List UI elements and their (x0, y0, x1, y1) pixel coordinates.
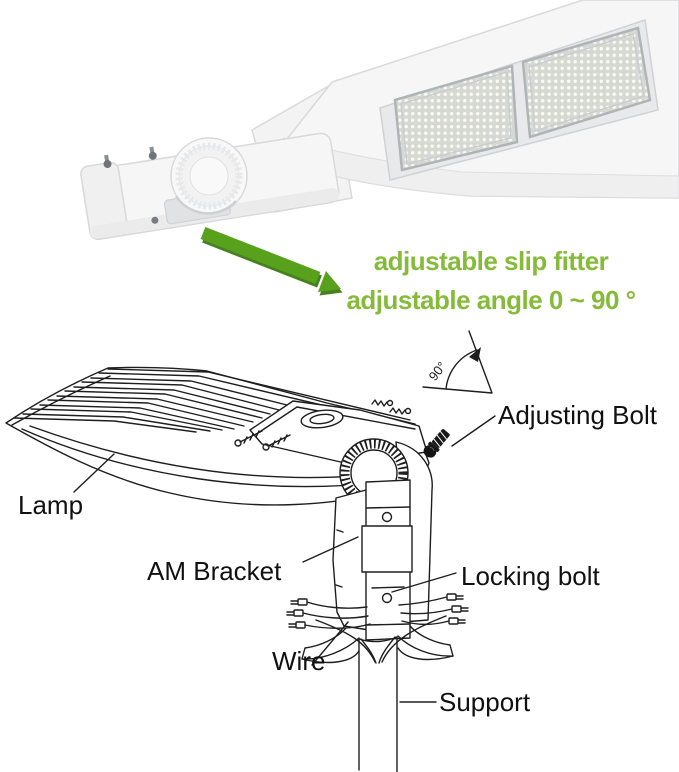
caption-slip-fitter: adjustable slip fitter (373, 246, 609, 276)
wires-drawing (286, 593, 469, 663)
adjustment-knob (170, 137, 248, 215)
lamp-head (270, 0, 679, 199)
led-panel-left (393, 64, 519, 172)
wire-connectors-left (286, 598, 308, 629)
label-locking-bolt: Locking bolt (461, 561, 601, 591)
lamp-drawing (5, 366, 430, 506)
label-support: Support (439, 687, 531, 717)
locking-bolt-part (381, 592, 393, 604)
heat-sink-fins (13, 368, 411, 433)
product-photo (80, 0, 679, 296)
label-wire: Wire (272, 646, 325, 676)
label-am-bracket: AM Bracket (147, 556, 282, 586)
led-panel-right (521, 26, 652, 139)
caption-adjustable-angle: adjustable angle 0 ~ 90 ° (346, 285, 636, 315)
label-adjusting-bolt: Adjusting Bolt (498, 400, 658, 430)
adjusting-bolt-drawing (423, 429, 450, 458)
angle-value: 90° (425, 359, 449, 384)
upper-bolt (381, 511, 393, 523)
label-lamp: Lamp (18, 490, 83, 520)
angle-annotation: 90° (422, 330, 493, 394)
wire-connectors-right (446, 593, 469, 625)
bracket-drawing (332, 438, 433, 641)
platform-screws (234, 399, 412, 451)
installation-diagram: 90° Adjusting Bolt Lamp AM Bracket Locki… (5, 330, 658, 772)
green-arrow-icon (200, 226, 343, 296)
leader-lines (73, 415, 496, 703)
photocell-socket (309, 413, 335, 425)
